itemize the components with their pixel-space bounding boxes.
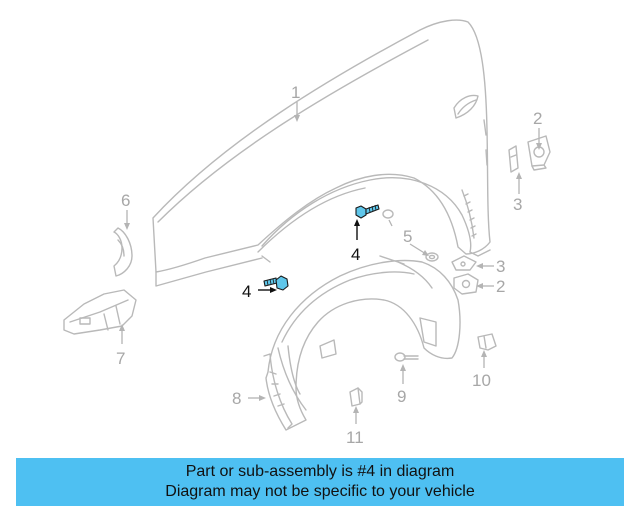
banner-line-2: Diagram may not be specific to your vehi…	[165, 483, 475, 500]
callout-11: 11	[346, 428, 364, 447]
grommet-upper	[382, 209, 394, 219]
callout-4-lower: 4	[242, 282, 251, 301]
callout-2-lower: 2	[496, 277, 505, 296]
fender-support-bracket	[63, 289, 137, 335]
grommet-lower	[425, 252, 439, 262]
fender-panel	[152, 19, 491, 287]
clip-nut-lower	[453, 273, 479, 295]
callout-10: 10	[472, 371, 491, 390]
info-banner: Part or sub-assembly is #4 in diagram Di…	[16, 458, 624, 506]
fender-liner	[261, 255, 461, 431]
callout-3-upper: 3	[513, 195, 522, 214]
fender-trim-strip	[113, 227, 133, 277]
callout-4-upper: 4	[351, 245, 360, 264]
leader-lines-highlighted	[258, 219, 360, 293]
push-pin-fastener	[394, 352, 419, 362]
callout-2-upper: 2	[533, 109, 542, 128]
callout-9: 9	[397, 387, 406, 406]
callout-1: 1	[291, 83, 300, 102]
bracket-upper	[508, 145, 519, 173]
bracket-lower	[451, 255, 477, 271]
bolt-highlighted-upper	[355, 204, 380, 219]
callout-8: 8	[232, 389, 241, 408]
callout-7: 7	[116, 349, 125, 368]
bolt-highlighted-lower	[263, 275, 289, 291]
retainer-block	[349, 387, 363, 407]
retainer-clip	[477, 333, 497, 351]
callout-5: 5	[403, 227, 412, 246]
clip-nut-upper	[527, 135, 551, 171]
callout-6: 6	[121, 191, 130, 210]
banner-line-1: Part or sub-assembly is #4 in diagram	[185, 463, 455, 480]
leader-lines	[119, 102, 542, 424]
callout-3-lower: 3	[496, 257, 505, 276]
